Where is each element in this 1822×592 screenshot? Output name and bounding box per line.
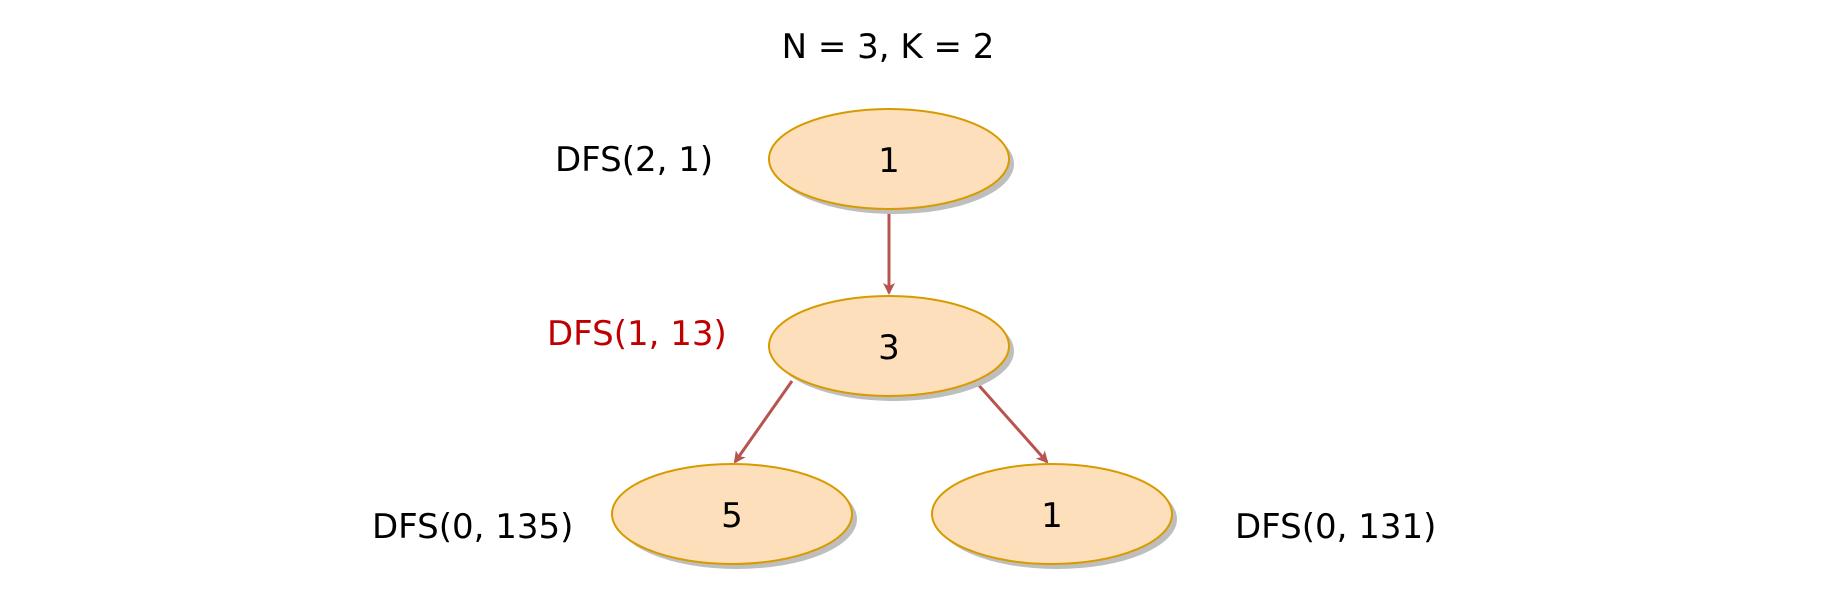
tree-node-left-leaf: 5 [611, 463, 857, 569]
node-ellipse [768, 108, 1010, 210]
node-value: 1 [1041, 496, 1063, 536]
call-label-right-leaf: DFS(0, 131) [1235, 507, 1436, 547]
tree-node-middle: 3 [768, 295, 1014, 401]
tree-node-right-leaf: 1 [931, 463, 1177, 569]
diagram-title: N = 3, K = 2 [782, 27, 995, 67]
edge-middle-to-left-leaf [733, 380, 794, 464]
call-label-left-leaf: DFS(0, 135) [372, 507, 573, 547]
node-ellipse [931, 463, 1173, 565]
call-label-middle: DFS(1, 13) [547, 314, 727, 354]
edge-middle-to-right-leaf [973, 380, 1049, 464]
node-ellipse [768, 295, 1010, 397]
tree-node-root: 1 [768, 108, 1014, 214]
call-label-root: DFS(2, 1) [555, 140, 713, 180]
node-value: 3 [878, 328, 900, 368]
node-ellipse [611, 463, 853, 565]
node-value: 5 [721, 496, 743, 536]
node-value: 1 [878, 141, 900, 181]
